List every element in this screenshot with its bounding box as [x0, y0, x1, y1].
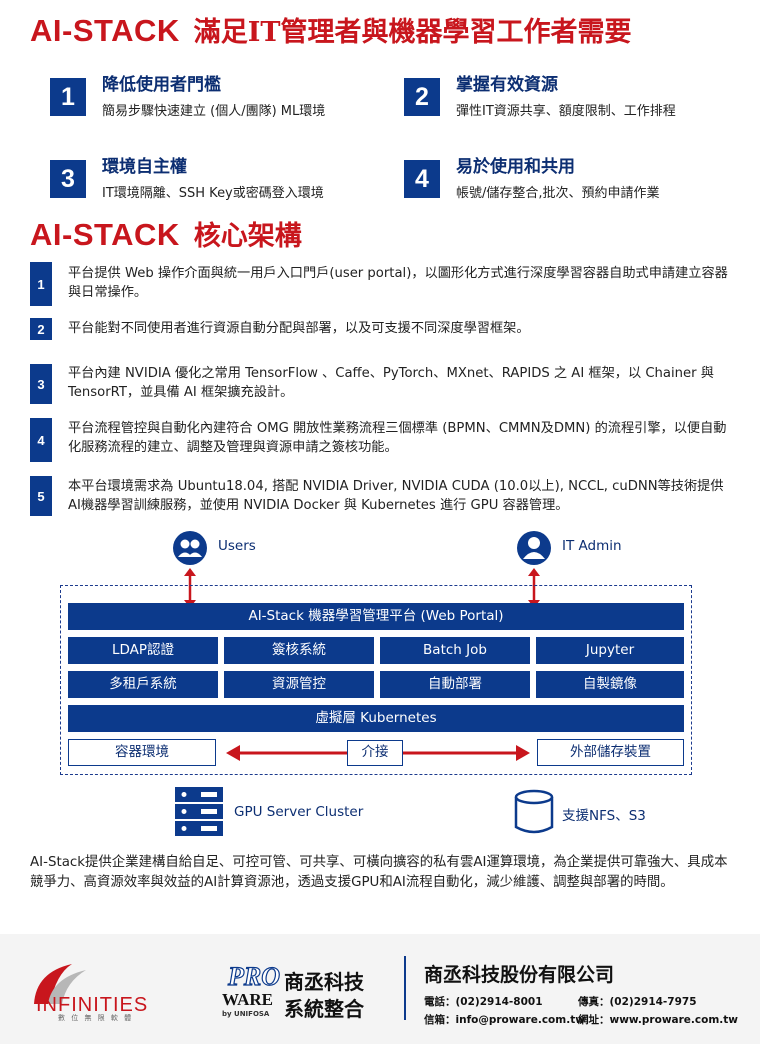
- kubernetes-bar: 虛擬層 Kubernetes: [68, 705, 684, 732]
- email[interactable]: 信箱：info@proware.com.tw: [424, 1014, 585, 1026]
- users-label: Users: [218, 538, 256, 554]
- core-number: 4: [30, 418, 52, 462]
- feature-number: 1: [50, 78, 86, 116]
- title-en: AI-STACK: [30, 217, 180, 252]
- feature-description: IT環境隔離、SSH Key或密碼登入環境: [102, 186, 324, 201]
- feature-1: 1 降低使用者門檻 簡易步驟快速建立 (個人/團隊) ML環境: [50, 70, 390, 130]
- core-item-4: 4 平台流程管控與自動化內建符合 OMG 開放性業務流程三個標準 (BPMN、C…: [30, 418, 730, 464]
- core-text: 平台內建 NVIDIA 優化之常用 TensorFlow 、Caffe、PyTo…: [68, 366, 714, 400]
- core-number: 5: [30, 476, 52, 516]
- container-env-box: 容器環境: [68, 739, 216, 766]
- core-text: 平台提供 Web 操作介面與統一用戶入口門戶(user portal)，以圖形化…: [68, 266, 728, 300]
- feature-heading: 掌握有效資源: [456, 75, 558, 95]
- core-text: 本平台環境需求為 Ubuntu18.04, 搭配 NVIDIA Driver, …: [68, 479, 724, 513]
- module-resource-control: 資源管控: [224, 671, 374, 698]
- title-zh: 核心架構: [193, 221, 302, 252]
- feature-heading: 環境自主權: [102, 157, 187, 177]
- feature-4: 4 易於使用和共用 帳號/儲存整合,批次、預約申請作業: [404, 152, 744, 212]
- database-icon: [514, 789, 554, 834]
- feature-number: 2: [404, 78, 440, 116]
- admin-label: IT Admin: [562, 538, 622, 554]
- footer: [0, 934, 760, 1044]
- admin-icon: [517, 531, 551, 565]
- feature-heading: 降低使用者門檻: [102, 75, 221, 95]
- gpu-cluster-label: GPU Server Cluster: [234, 804, 364, 820]
- summary-paragraph: AI-Stack提供企業建構自給自足、可控可管、可共享、可橫向擴容的私有雲AI運…: [30, 855, 728, 890]
- company-name: 商丞科技股份有限公司: [424, 964, 615, 986]
- feature-heading: 易於使用和共用: [456, 157, 575, 177]
- section-title-needs: AI-STACK 滿足IT管理者與機器學習工作者需要: [30, 10, 632, 49]
- feature-description: 帳號/儲存整合,批次、預約申請作業: [456, 186, 660, 201]
- interface-label: 介接: [347, 740, 403, 766]
- website[interactable]: 網址：www.proware.com.tw: [578, 1014, 738, 1026]
- feature-number: 4: [404, 160, 440, 198]
- core-item-3: 3 平台內建 NVIDIA 優化之常用 TensorFlow 、Caffe、Py…: [30, 364, 730, 410]
- core-text: 平台流程管控與自動化內建符合 OMG 開放性業務流程三個標準 (BPMN、CMM…: [68, 421, 727, 455]
- module-batch-job: Batch Job: [380, 637, 530, 664]
- module-ldap: LDAP認證: [68, 637, 218, 664]
- core-item-5: 5 本平台環境需求為 Ubuntu18.04, 搭配 NVIDIA Driver…: [30, 476, 730, 522]
- fax: 傳真：(02)2914-7975: [578, 996, 697, 1008]
- module-jupyter: Jupyter: [536, 637, 684, 664]
- architecture-frame: [60, 585, 692, 775]
- core-number: 1: [30, 262, 52, 306]
- core-number: 3: [30, 364, 52, 404]
- nfs-label: 支援NFS、S3: [562, 808, 646, 824]
- core-number: 2: [30, 318, 52, 340]
- proware-zh-2: 系統整合: [284, 997, 364, 1021]
- infinities-subtitle: 數 位 無 限 軟 體: [58, 1014, 134, 1022]
- title-en: AI-STACK: [30, 13, 180, 48]
- proware-byline: by UNIFOSA: [222, 1010, 270, 1018]
- title-zh: 滿足IT管理者與機器學習工作者需要: [193, 17, 632, 48]
- infinities-logo-icon: [34, 964, 86, 1004]
- feature-3: 3 環境自主權 IT環境隔離、SSH Key或密碼登入環境: [50, 152, 390, 212]
- section-title-core: AI-STACK 核心架構: [30, 214, 302, 253]
- proware-zh-1: 商丞科技: [284, 970, 364, 994]
- proware-logo-bottom: WARE: [222, 990, 274, 1009]
- infinities-logo-text: INFINITIES: [36, 994, 149, 1016]
- module-auto-deploy: 自動部署: [380, 671, 530, 698]
- core-item-1: 1 平台提供 Web 操作介面與統一用戶入口門戶(user portal)，以圖…: [30, 262, 730, 308]
- portal-bar: AI-Stack 機器學習管理平台 (Web Portal): [68, 603, 684, 630]
- module-custom-image: 自製鏡像: [536, 671, 684, 698]
- footer-divider: [404, 956, 406, 1020]
- feature-number: 3: [50, 160, 86, 198]
- server-rack-icon: [175, 787, 223, 836]
- feature-description: 簡易步驟快速建立 (個人/團隊) ML環境: [102, 104, 326, 119]
- users-icon: [173, 531, 207, 565]
- module-multi-tenant: 多租戶系統: [68, 671, 218, 698]
- proware-logo-top: PRO: [227, 961, 280, 991]
- module-approval: 簽核系統: [224, 637, 374, 664]
- phone: 電話：(02)2914-8001: [424, 996, 543, 1008]
- core-item-2: 2 平台能對不同使用者進行資源自動分配與部署，以及可支援不同深度學習框架。: [30, 318, 730, 342]
- feature-description: 彈性IT資源共享、額度限制、工作排程: [456, 104, 676, 119]
- core-text: 平台能對不同使用者進行資源自動分配與部署，以及可支援不同深度學習框架。: [68, 321, 530, 336]
- feature-2: 2 掌握有效資源 彈性IT資源共享、額度限制、工作排程: [404, 70, 744, 130]
- external-storage-box: 外部儲存裝置: [537, 739, 684, 766]
